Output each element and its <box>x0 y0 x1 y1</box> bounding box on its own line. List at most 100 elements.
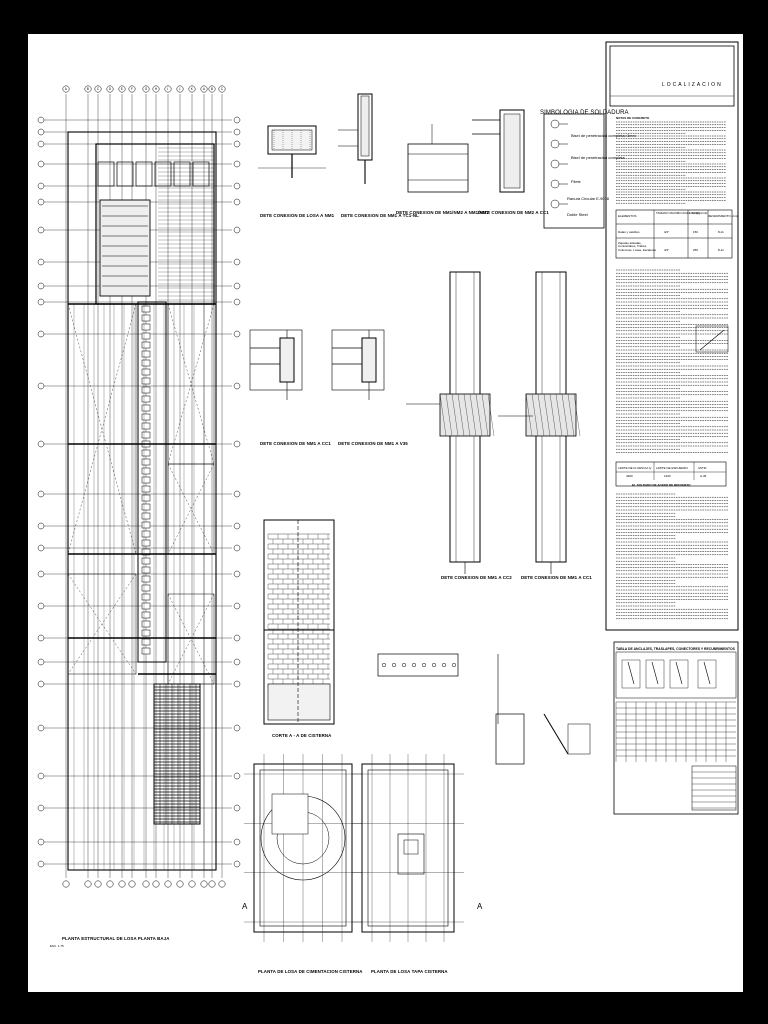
welding-title: SIMBOLOGIA DE SOLDADURA <box>540 110 629 116</box>
location-box <box>609 45 735 107</box>
acero-c0: 4200 <box>626 474 633 478</box>
mat-r1c2: 250 <box>693 248 699 252</box>
plan-grid-bubble-right-24 <box>233 838 241 846</box>
section-title: CORTE A - A DE CISTERNA <box>272 733 332 738</box>
plan-grid-bubble-left-5 <box>37 198 45 206</box>
welding-item-5: Doble Steel <box>567 212 588 217</box>
weld-symbol-1 <box>550 139 560 149</box>
welding-item-1: Bisel de penetracion completa=3mm <box>571 133 636 138</box>
plan-grid-letter-3: D <box>109 87 112 91</box>
plan-grid-bubble-left-19 <box>37 658 45 666</box>
plan-column-470 <box>141 503 151 511</box>
plan-grid-letter-2: C <box>97 87 100 91</box>
plan-grid-bubble-left-16 <box>37 570 45 578</box>
foundation-note-box <box>271 793 309 835</box>
det5-column <box>279 337 295 383</box>
plan-grid-bubble-right-4 <box>233 182 241 190</box>
plan-column-569 <box>141 602 151 610</box>
plan-grid-bubble-left-17 <box>37 602 45 610</box>
cistern-base <box>267 683 331 721</box>
plan-bay-diag-b-3 <box>67 573 137 675</box>
lid-rebar-6 <box>441 662 447 668</box>
plan-grid-bubble-right-2 <box>233 140 241 148</box>
plan-grid-bubble-right-9 <box>233 298 241 306</box>
detail-title-4: DETE CONEXION DE NM2 A CC1 <box>478 210 549 215</box>
plan-grid-bubble-top-7 <box>152 85 160 93</box>
notes-panel <box>605 41 739 631</box>
plan-grid-bubble-right-5 <box>233 198 241 206</box>
plan-grid-letter-7: H <box>155 87 158 91</box>
plan-grid-bubble-right-23 <box>233 804 241 812</box>
plan-grid-bubble-top-2 <box>94 85 102 93</box>
anchor-sketch-line-0 <box>627 661 635 685</box>
detail-title-3: DETE CONEXION DE NM1/NM2 A NM1/NM2 <box>396 210 490 215</box>
plan-column-443 <box>141 476 151 484</box>
anchorage-table-title: TABLA DE ANCLAJES, TRASLAPES, CONECTORES… <box>616 647 735 651</box>
plan-column-560 <box>141 593 151 601</box>
plan-grid-bubble-left-10 <box>37 330 45 338</box>
det8-node-hatch-3 <box>543 393 551 437</box>
det8-node-hatch-6 <box>561 393 569 437</box>
plan-grid-bubble-bottom-1 <box>84 880 92 888</box>
plan-column-452 <box>141 485 151 493</box>
plan-column-272 <box>141 305 151 313</box>
det5-frame <box>249 329 303 391</box>
lid-hatch-opening <box>397 833 425 875</box>
plan-grid-bubble-left-20 <box>37 680 45 688</box>
plan-grid-bubble-left-12 <box>37 440 45 448</box>
section-mark-left: A <box>242 902 248 911</box>
plan-grid-bubble-left-14 <box>37 522 45 530</box>
plan-grid-bubble-left-21 <box>37 724 45 732</box>
mat-r0c1: 3/4" <box>664 230 670 234</box>
foundation-plan-title: PLANTA DE LOSA DE CIMENTACION CISTERNA <box>258 969 363 974</box>
plan-grid-bubble-top-1 <box>84 85 92 93</box>
plan-grid-bubble-left-15 <box>37 544 45 552</box>
plan-grid-bubble-top-8 <box>164 85 172 93</box>
plan-grid-bubble-top-6 <box>142 85 150 93</box>
plan-stair-core <box>99 199 151 297</box>
detail-title-2: DETE CONEXION DE NM1 A TC1-NL <box>341 213 419 218</box>
welding-item-4: Ranura Circular E-9018 <box>567 196 610 201</box>
det7-node-hatch-4 <box>463 393 471 437</box>
notes-header: NOTAS DE CONCRETO <box>616 116 650 120</box>
plan-grid-bubble-right-17 <box>233 602 241 610</box>
plan-grid-bubble-top-10 <box>188 85 196 93</box>
notes-sketch <box>695 325 729 353</box>
plan-column-614 <box>141 647 151 655</box>
det8-node-hatch-4 <box>549 393 557 437</box>
det4-column <box>499 109 525 193</box>
plan-grid-bubble-bottom-12 <box>208 880 216 888</box>
plan-grid-bubble-bottom-8 <box>164 880 172 888</box>
det7-node-hatch-6 <box>475 393 483 437</box>
plan-grid-bubble-left-9 <box>37 298 45 306</box>
plan-grid-bubble-left-23 <box>37 804 45 812</box>
plan-column-389 <box>141 422 151 430</box>
plan-grid-letter-9: J <box>179 87 181 91</box>
lid-rebar-7 <box>451 662 457 668</box>
mat-r0c2: 150 <box>693 230 699 234</box>
det7-node-hatch-3 <box>457 393 465 437</box>
plan-bay-diag-b-1 <box>167 463 215 555</box>
plan-column-344 <box>141 377 151 385</box>
plan-grid-bubble-right-12 <box>233 440 241 448</box>
weld-symbol-2 <box>550 159 560 169</box>
plan-grid-bubble-bottom-5 <box>128 880 136 888</box>
det4-web <box>503 113 521 189</box>
plan-scale: ESC. 1:75 <box>50 944 64 948</box>
anchor-sketch-line-3 <box>703 661 711 685</box>
plan-grid-letter-13: C <box>221 87 224 91</box>
plan-grid-bubble-top-4 <box>118 85 126 93</box>
plan-bay-diag-a-1 <box>167 463 215 555</box>
lid-rebar-1 <box>391 662 397 668</box>
plan-column-596 <box>141 629 151 637</box>
plan-grid-bubble-left-11 <box>37 382 45 390</box>
detail-title-5: DETE CONEXION DE NM1 A CC1 <box>260 441 331 446</box>
plan-column-326 <box>141 359 151 367</box>
plan-grid-bubble-right-6 <box>233 226 241 234</box>
plan-grid-bubble-left-6 <box>37 226 45 234</box>
det8-node-hatch-7 <box>567 393 575 437</box>
plan-column-299 <box>141 332 151 340</box>
plan-column-506 <box>141 539 151 547</box>
